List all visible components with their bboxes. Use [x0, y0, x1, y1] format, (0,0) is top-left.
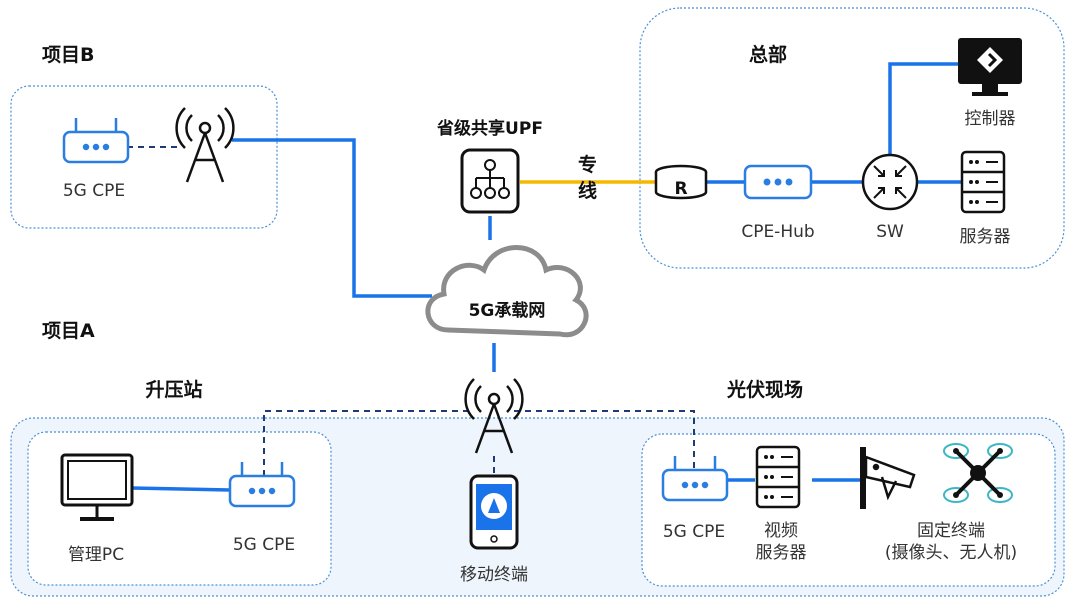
controller-monitor-icon [958, 38, 1022, 96]
drone-icon [943, 443, 1013, 503]
cloud-icon [425, 245, 589, 338]
booster-cpe-label: 5G CPE [232, 535, 296, 555]
wireless-pv-cpe-to-tower [514, 410, 695, 470]
hq-server-label: 服务器 [959, 227, 1011, 247]
link-tower-b-to-bearer [232, 138, 432, 298]
network-links [131, 62, 962, 492]
router-icon: R [654, 164, 708, 200]
cpe-hub-icon [743, 164, 813, 200]
hq-title: 总部 [748, 44, 788, 66]
dedicated-line-label: 专 线 [578, 154, 598, 202]
upf-icon [460, 148, 520, 214]
mobile-terminal-label: 移动终端 [460, 565, 528, 585]
project-a-title: 项目A [42, 320, 95, 342]
monitor-icon [60, 453, 134, 521]
hq-region [639, 7, 1065, 269]
project-b-title: 项目B [42, 44, 95, 66]
cpe-hub-label: CPE-Hub [741, 222, 815, 242]
project-b-region [10, 85, 278, 229]
link-sw-to-controller [888, 62, 958, 154]
router-letter: R [674, 179, 687, 199]
sw-label: SW [876, 222, 904, 242]
camera-icon [860, 447, 916, 509]
video-server-label: 视频 服务器 [755, 521, 807, 563]
server-icon [960, 150, 1006, 214]
controller-label: 控制器 [964, 109, 1016, 129]
upf-label: 省级共享UPF [437, 119, 543, 139]
fixed-terminal-label: 固定终端 (摄像头、无人机) [884, 521, 1018, 563]
mgmt-pc-label: 管理PC [67, 545, 125, 565]
pv-cpe-label: 5G CPE [662, 522, 726, 542]
phone-icon [469, 474, 519, 550]
link-pc-to-cpe [131, 486, 231, 492]
server-icon [755, 445, 801, 509]
pv-site-title: 光伏现场 [726, 379, 804, 401]
cpe-router-icon [661, 456, 729, 502]
cpe-router-icon [228, 462, 296, 508]
booster-station-title: 升压站 [145, 379, 203, 401]
cpe-b-label: 5G CPE [62, 181, 126, 201]
antenna-tower-icon [175, 107, 235, 183]
antenna-tower-icon [464, 378, 524, 454]
cpe-router-icon [62, 118, 130, 164]
wireless-links [127, 146, 695, 476]
pv-site-region [641, 433, 1056, 587]
switch-icon [861, 153, 919, 211]
bearer-network-label: 5G承载网 [468, 301, 546, 321]
